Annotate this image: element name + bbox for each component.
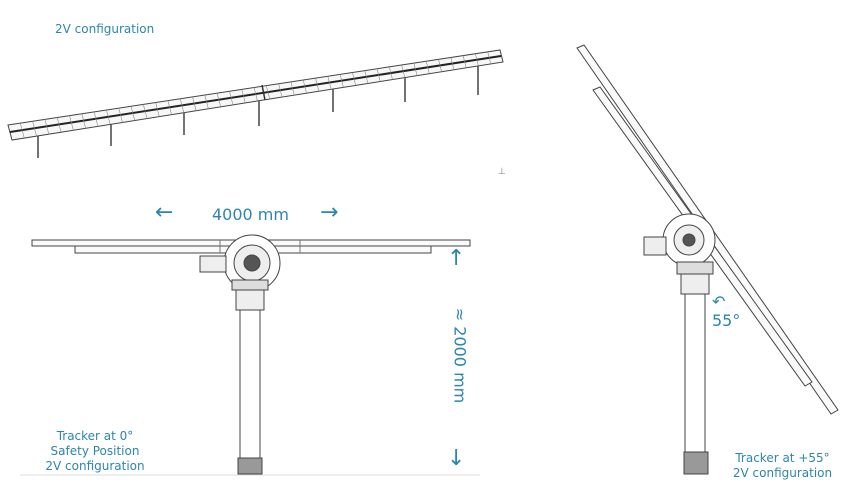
panel-divider <box>253 87 258 102</box>
caption-left: Tracker at 0° Safety Position 2V configu… <box>20 429 170 474</box>
panel-divider <box>475 53 479 66</box>
panel-divider <box>389 66 393 80</box>
height-dimension-label: ≈ 2000 mm <box>450 307 470 404</box>
panel-divider <box>130 106 136 121</box>
panel-divider <box>118 108 123 123</box>
panel-divider <box>450 57 455 70</box>
panel-divider <box>179 98 185 113</box>
panel-divider <box>376 68 381 82</box>
tracker-side-view <box>576 44 839 475</box>
panel-divider <box>401 64 406 78</box>
panel-divider <box>93 111 99 127</box>
panel-divider <box>462 55 467 68</box>
width-dimension-label: 4000 mm <box>212 205 289 224</box>
panel-divider <box>32 121 37 137</box>
panel-divider <box>352 72 356 86</box>
caption-left-line-1: Tracker at 0° <box>56 429 134 443</box>
caption-right-line-1: Tracker at +55° <box>735 451 830 465</box>
diagram-title: 2V configuration <box>55 22 155 36</box>
panel-divider <box>216 93 221 107</box>
panel-divider <box>81 113 86 129</box>
panel-divider <box>204 94 209 109</box>
panel-divider <box>266 85 271 100</box>
rotation-arrow-icon: ↶ <box>712 292 726 311</box>
arrow-left-icon: ← <box>155 200 174 225</box>
panel-divider <box>425 61 430 74</box>
panel-divider <box>438 59 442 72</box>
panel-divider <box>487 51 492 65</box>
panel-divider <box>69 115 74 131</box>
panel-divider <box>413 63 418 76</box>
panel-divider <box>364 70 369 84</box>
arrow-right-icon: → <box>320 200 339 225</box>
panel-divider <box>339 74 344 88</box>
panel-divider <box>315 78 320 92</box>
panel-divider <box>20 123 25 139</box>
panel-divider <box>327 76 332 90</box>
panel-divider <box>143 104 148 119</box>
panel-divider <box>290 81 295 96</box>
panel-divider <box>302 79 307 94</box>
panel-divider <box>44 119 50 135</box>
panel-divider <box>241 89 246 104</box>
panel-divider <box>56 117 62 133</box>
caption-left-line-3: 2V configuration <box>45 459 145 473</box>
panel-divider <box>106 109 111 125</box>
arrow-down-icon: ↓ <box>447 446 466 471</box>
panel-divider <box>229 91 234 105</box>
panel-divider <box>192 96 197 111</box>
panel-divider <box>167 100 172 115</box>
perspective-tracker-row <box>7 49 504 158</box>
caption-right: Tracker at +55° 2V configuration <box>720 451 845 481</box>
caption-right-line-2: 2V configuration <box>732 466 833 480</box>
caption-left-line-2: Safety Position <box>50 444 140 458</box>
panel-divider <box>278 83 283 98</box>
panel-divider <box>155 102 160 117</box>
axis-marker-icon: ⊥ <box>498 167 506 177</box>
tilt-angle-label: 55° <box>712 311 741 330</box>
tracker-front-view <box>20 234 480 476</box>
arrow-up-icon: ↑ <box>447 246 466 271</box>
